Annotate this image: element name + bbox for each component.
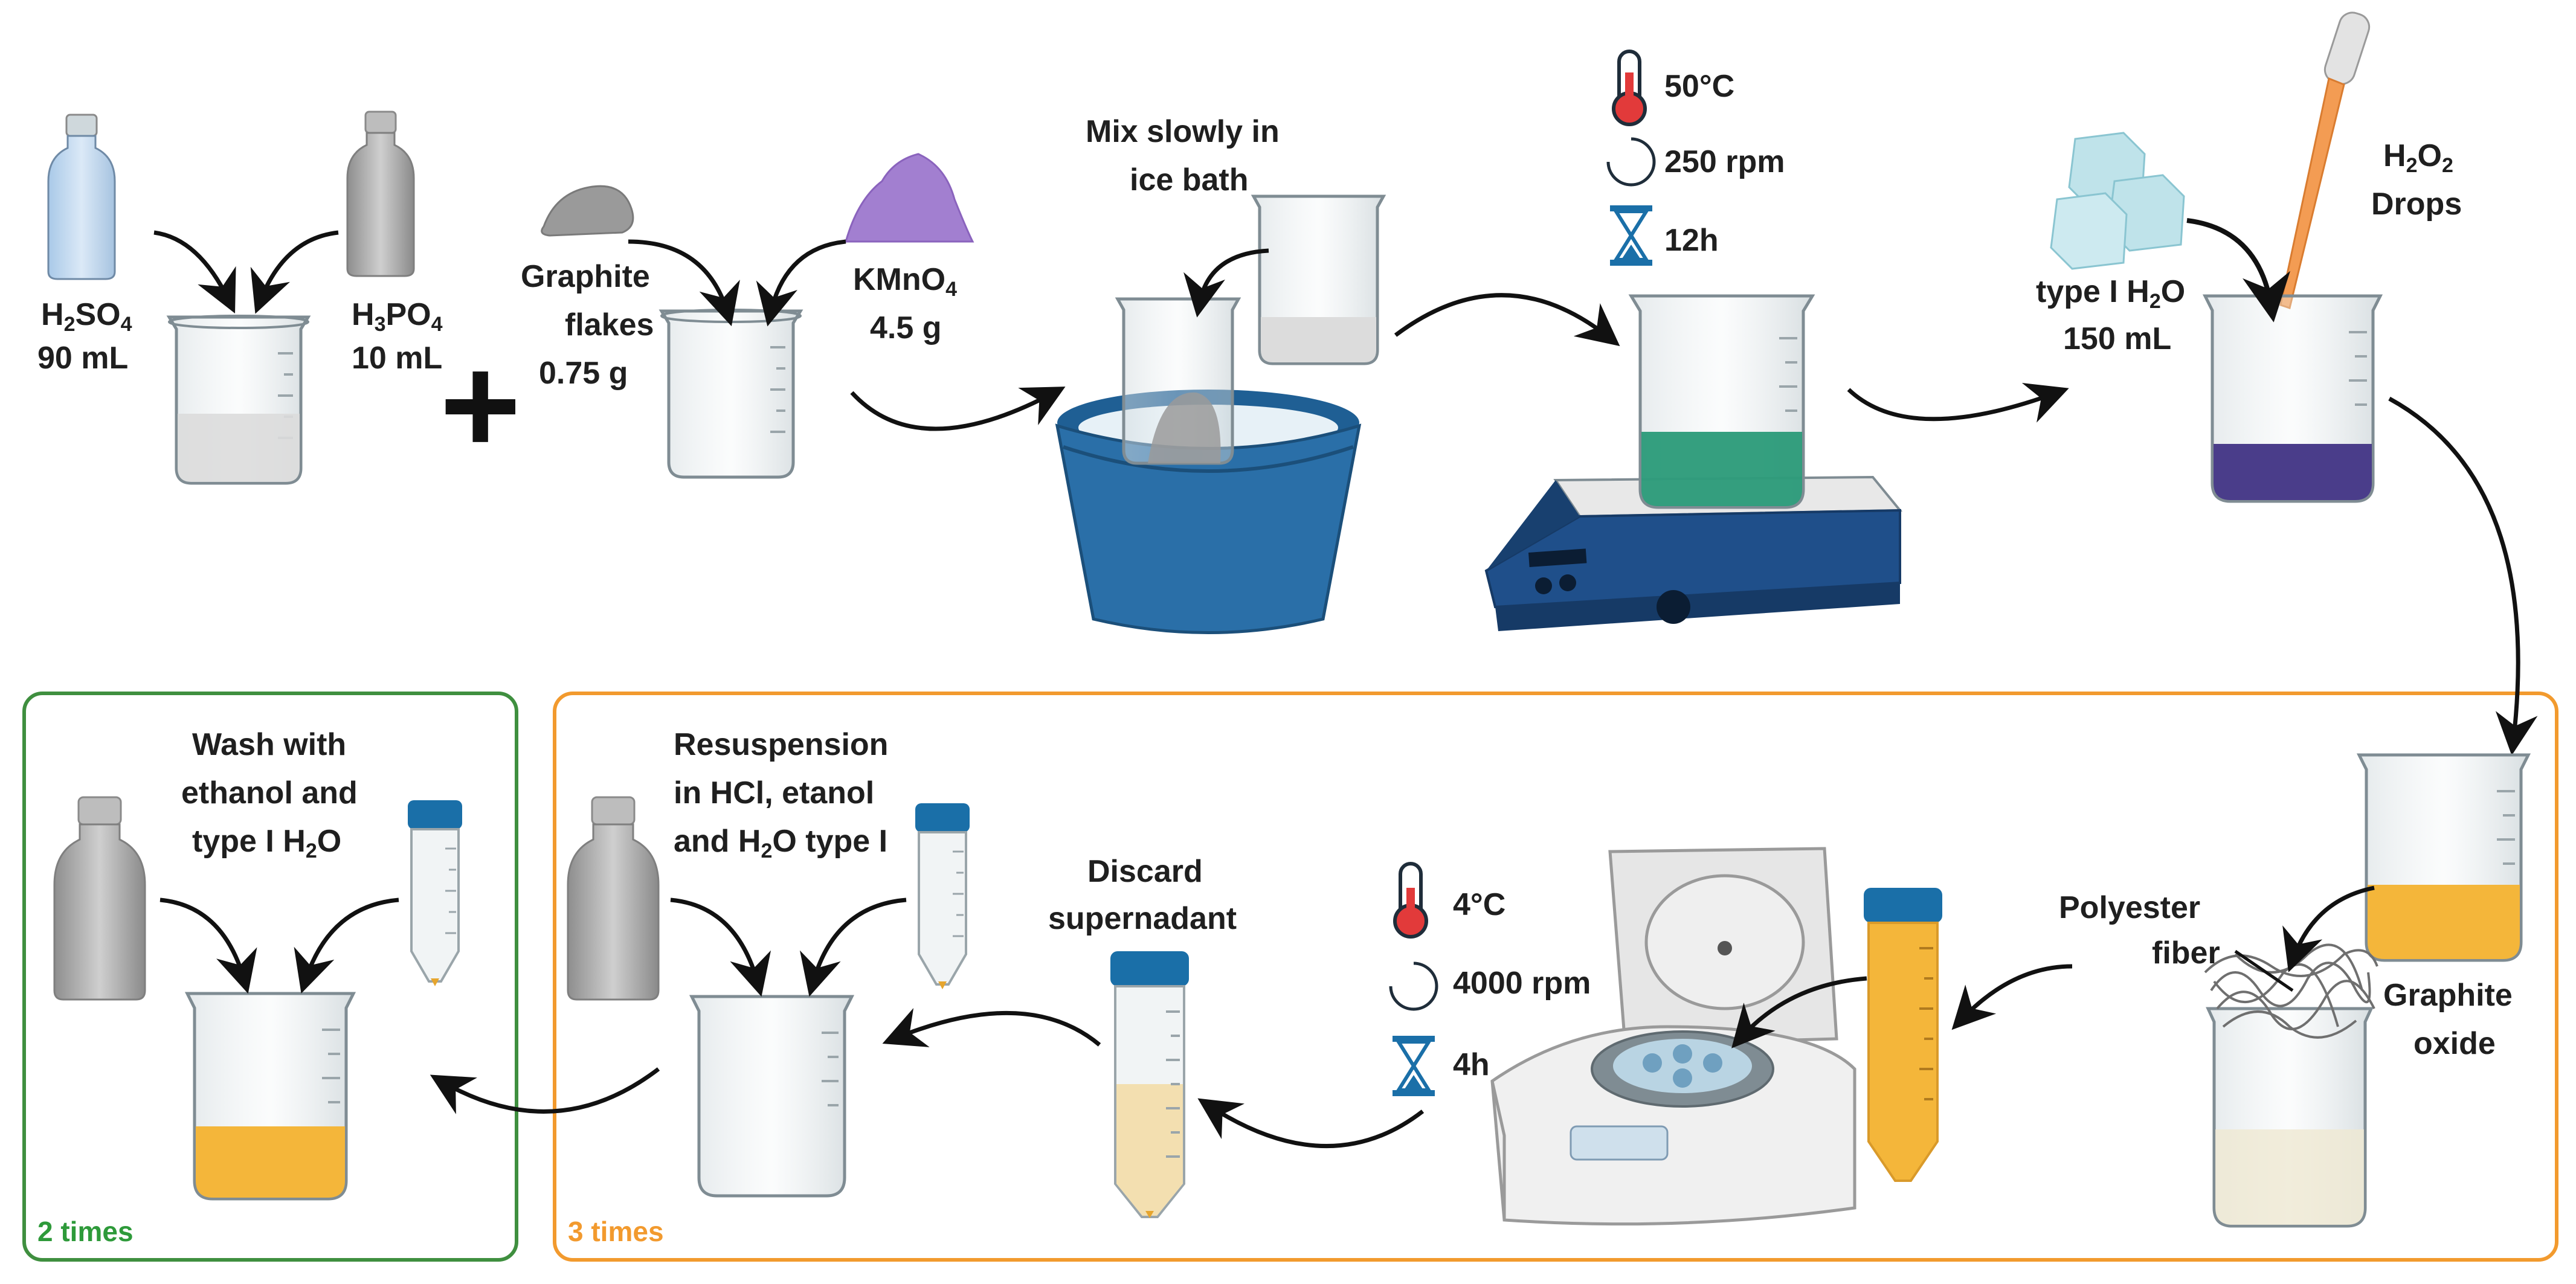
h2o2-label: H2O2 [2383, 138, 2453, 177]
arrow-tube-to-resuspension [799, 897, 907, 997]
arrow-step5-to-filtration [2388, 396, 2538, 756]
hourglass-icon [1610, 205, 1652, 266]
arrow-centrifuge-to-discard [1197, 1098, 1425, 1149]
polyester-fiber-line2: fiber [2152, 936, 2220, 971]
loop-label-2-times: 2 times [37, 1216, 134, 1247]
arrow-water-to-beaker [2186, 218, 2290, 323]
wash-line1: Wash with [192, 727, 346, 762]
arrow-pour-into-ice-bath [1183, 248, 1269, 318]
h3po4-volume: 10 mL [352, 341, 442, 376]
kmno4-amount: 4.5 g [870, 310, 942, 345]
centrifuge [1490, 847, 1856, 1226]
arrow-discard-to-resuspension [882, 1008, 1101, 1047]
stirring-time: 12h [1664, 223, 1719, 258]
water-addition-volume: 150 mL [2063, 321, 2171, 356]
graphite-kmno4-beaker [662, 310, 800, 477]
graphite-oxide-line1: Graphite [2383, 978, 2513, 1013]
rotation-icon [1389, 961, 1438, 1011]
arrow-falcon-into-centrifuge [1731, 976, 1867, 1048]
centrifuge-speed: 4000 rpm [1453, 966, 1591, 1001]
arrow-filtrate-to-falcon [1951, 964, 2073, 1030]
water-addition-label: type I H2O [2036, 274, 2185, 313]
thermometer-icon [1612, 50, 1647, 126]
pointer-polyester-fiber [2234, 949, 2294, 992]
graphite-powder [541, 185, 634, 237]
centrifuge-time: 4h [1453, 1047, 1490, 1082]
kmno4-label: KMnO4 [853, 262, 957, 301]
filter-beaker [2206, 1007, 2374, 1228]
resuspension-beaker [689, 995, 855, 1198]
resuspension-bottle [567, 796, 660, 1001]
ice-bath-label-line1: Mix slowly in [1086, 114, 1280, 149]
arrow-step4-to-step5 [1847, 383, 2069, 423]
wash-falcon-tube [408, 800, 462, 986]
discard-line2: supernadant [1048, 901, 1237, 936]
centrifuge-conditions: 4°C 4000 rpm 4h [1389, 862, 1591, 1096]
loop-box-2-times [22, 692, 518, 1262]
h2so4-bottle [47, 114, 116, 280]
wash-bottle [53, 796, 146, 1001]
plus-sign: + [440, 327, 521, 483]
stirring-conditions: 50°C 250 rpm 12h [1606, 50, 1785, 266]
hot-plate-stirrer [1484, 475, 1903, 631]
rotation-icon [1606, 137, 1656, 187]
h2so4-volume: 90 mL [37, 341, 128, 376]
purple-beaker [2202, 294, 2383, 503]
stirring-temperature: 50°C [1664, 69, 1734, 104]
kmno4-powder [845, 153, 974, 243]
stirring-beaker [1628, 294, 1815, 509]
arrow-step2-to-step3 [850, 387, 1066, 431]
arrow-pour-to-fiber [2282, 885, 2375, 972]
loop-label-3-times: 3 times [568, 1216, 664, 1247]
centrifuge-temperature: 4°C [1453, 887, 1505, 922]
graphite-label-line1: Graphite [521, 259, 650, 294]
h2o2-dropper [2279, 11, 2371, 309]
ice-bath-label-line2: ice bath [1130, 162, 1249, 197]
arrow-h3po4-to-beaker [250, 230, 339, 314]
graphite-oxide-beaker [2356, 753, 2531, 962]
h2o2-drops: Drops [2371, 187, 2462, 222]
stirring-speed: 250 rpm [1664, 144, 1785, 179]
resuspension-line2: in HCl, etanol [674, 775, 874, 811]
orange-falcon-tube [1864, 888, 1942, 1182]
arrow-step3-to-step4 [1394, 293, 1620, 347]
hourglass-icon [1393, 1036, 1435, 1096]
resuspension-line1: Resuspension [674, 727, 888, 762]
arrow-resuspension-to-wash [430, 1067, 660, 1114]
loop-box-3-times [553, 692, 2558, 1262]
h3po4-label: H3PO4 [352, 297, 443, 336]
arrow-tube-to-wash [294, 897, 399, 993]
ice-cubes [2050, 132, 2185, 270]
arrow-graphite-to-beaker [628, 239, 740, 327]
arrow-h2so4-to-beaker [153, 230, 236, 313]
ice-bath-inner-beaker [1115, 297, 1241, 465]
wash-beaker [184, 992, 356, 1201]
h2so4-label: H2SO4 [41, 297, 132, 336]
resuspension-falcon-tube [915, 803, 970, 989]
discard-line1: Discard [1087, 854, 1203, 889]
graphite-amount: 0.75 g [539, 356, 628, 391]
arrow-bottle-to-resuspension [670, 897, 771, 997]
thermometer-icon [1393, 862, 1428, 939]
arrow-kmno4-to-beaker [756, 239, 846, 327]
resuspension-line3: and H2O type I [674, 824, 887, 862]
graphite-oxide-line2: oxide [2413, 1026, 2496, 1061]
wash-line2: ethanol and [181, 775, 358, 811]
acid-mix-beaker [169, 316, 308, 483]
supernatant-falcon-tube [1110, 951, 1189, 1218]
h3po4-bottle [346, 111, 415, 277]
wash-line3: type I H2O [192, 824, 341, 862]
graphite-label-line2: flakes [565, 307, 654, 342]
arrow-bottle-to-wash [159, 897, 257, 994]
kmno4-pour-beaker [1251, 194, 1386, 365]
polyester-fiber-line1: Polyester [2059, 890, 2200, 925]
